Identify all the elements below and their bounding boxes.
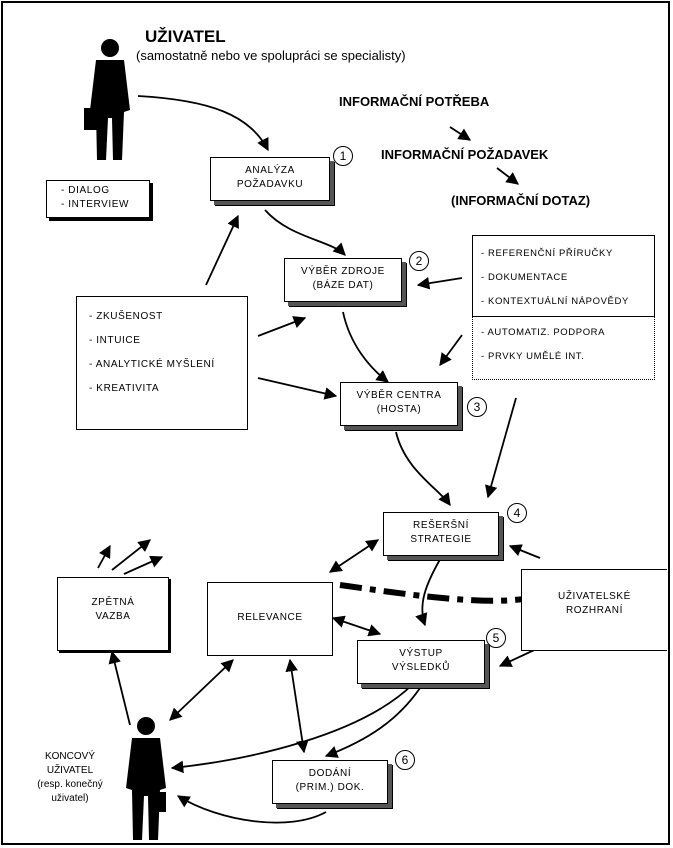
- step-delivery-box: DODÁNÍ (PRIM.) DOK.: [272, 760, 388, 804]
- resource-item: - KONTEXTUÁLNÍ NÁPOVĚDY: [481, 296, 629, 307]
- arrow-enduser-to-feedback: [108, 650, 131, 726]
- end-user-line3: (resp. konečný: [37, 779, 103, 790]
- arrow-output-to-enduser: [170, 684, 413, 774]
- arrow-need-to-requirement: [449, 126, 472, 141]
- relevance-label: RELEVANCE: [237, 612, 303, 623]
- arrow-feedback-out-1: [97, 544, 111, 569]
- step-number-1: 1: [333, 146, 353, 166]
- resources-top-box: - REFERENČNÍ PŘÍRUČKY - DOKUMENTACE - KO…: [472, 235, 655, 317]
- skills-box: - ZKUŠENOST - INTUICE - ANALYTICKÉ MYŠLE…: [76, 296, 248, 430]
- arrow-user-to-analysis: [137, 95, 269, 152]
- skill-item: - ANALYTICKÉ MYŠLENÍ: [89, 359, 215, 370]
- step-number-4: 4: [507, 503, 527, 523]
- resource-item: - DOKUMENTACE: [481, 272, 568, 283]
- arrow-delivery-to-enduser: [176, 795, 327, 824]
- user-subtitle: (samostatně nebo ve spolupráci se specia…: [136, 48, 406, 63]
- info-query: (INFORMAČNÍ DOTAZ): [451, 193, 591, 208]
- arrow-skills-to-source: [257, 316, 307, 337]
- arrow-output-to-delivery: [324, 687, 421, 758]
- step-strategy-box: REŠERŠNÍ STRATEGIE: [383, 512, 499, 556]
- step-number-3: 3: [467, 397, 487, 417]
- end-user-label: KONCOVÝ UŽIVATEL (resp. konečný uživatel…: [22, 750, 118, 806]
- interface-line2: ROZHRANÍ: [565, 605, 624, 616]
- arrow-interface-to-strategy: [508, 544, 541, 559]
- interface-line1: UŽIVATELSKÉ: [558, 591, 631, 602]
- resources-bottom-box: - AUTOMATIZ. PODPORA - PRVKY UMĚLÉ INT.: [472, 317, 655, 380]
- arrow-host-to-strategy: [395, 431, 451, 507]
- info-requirement: INFORMAČNÍ POŽADAVEK: [381, 147, 549, 162]
- interview-item: - INTERVIEW: [61, 199, 130, 210]
- feedback-box: ZPĚTNÁ VAZBA: [57, 577, 169, 651]
- step-delivery-line2: (PRIM.) DOK.: [295, 782, 365, 793]
- step-analysis-box: ANALÝZA POŽADAVKU: [210, 157, 330, 201]
- dash-dot-boundary: [339, 582, 541, 604]
- step-host-line1: VÝBĚR CENTRA: [356, 390, 442, 401]
- arrow-analysis-to-source: [264, 209, 346, 256]
- user-interface-box: UŽIVATELSKÉ ROZHRANÍ: [521, 569, 667, 651]
- arrow-feedback-out-3: [123, 555, 164, 575]
- arrow-source-to-host: [342, 311, 389, 383]
- step-number-6: 6: [395, 750, 415, 770]
- step-strategy-line1: REŠERŠNÍ: [413, 520, 469, 531]
- user-title: UŽIVATEL: [145, 27, 226, 46]
- feedback-line1: ZPĚTNÁ: [91, 597, 135, 608]
- step-number-2: 2: [409, 251, 429, 271]
- step-delivery-line1: DODÁNÍ: [308, 768, 352, 779]
- step-analysis-line1: ANALÝZA: [245, 165, 295, 176]
- step-host-box: VÝBĚR CENTRA (HOSTA): [340, 382, 458, 426]
- arrow-skills-to-analysis: [205, 214, 239, 286]
- step-host-line2: (HOSTA): [376, 404, 422, 415]
- end-user-line2: UŽIVATEL: [46, 765, 94, 776]
- step-source-box: VÝBĚR ZDROJE (BÁZE DAT): [284, 258, 402, 302]
- resource-item: - AUTOMATIZ. PODPORA: [481, 327, 606, 338]
- step-number-5: 5: [486, 628, 506, 648]
- end-user-person-icon: [126, 717, 166, 840]
- step-output-box: VÝSTUP VÝSLEDKŮ: [357, 640, 485, 684]
- arrow-auto-to-strategy: [485, 397, 517, 499]
- arrow-feedback-out-2: [111, 539, 151, 571]
- resource-item: - PRVKY UMĚLÉ INT.: [481, 351, 585, 362]
- end-user-line4: uživatel): [51, 793, 89, 804]
- step-source-line2: (BÁZE DAT): [312, 280, 374, 291]
- step-source-line1: VÝBĚR ZDROJE: [301, 266, 385, 277]
- arrow-relevance-enduser: [169, 659, 234, 721]
- feedback-line2: VAZBA: [95, 611, 131, 622]
- arrow-strategy-relevance: [328, 539, 380, 573]
- arrow-skills-to-host: [257, 377, 338, 400]
- user-person-icon: [84, 39, 130, 160]
- dialog-box: - DIALOG - INTERVIEW: [46, 180, 150, 218]
- resource-item: - REFERENČNÍ PŘÍRUČKY: [481, 248, 613, 259]
- arrow-strategy-to-output: [415, 555, 443, 627]
- skill-item: - INTUICE: [89, 335, 141, 346]
- relevance-box: RELEVANCE: [207, 582, 333, 656]
- arrow-relevance-output: [331, 615, 382, 637]
- arrow-requirement-to-query: [496, 167, 520, 185]
- arrow-refs-to-source: [416, 276, 463, 290]
- skill-item: - KREATIVITA: [89, 383, 160, 394]
- dialog-item: - DIALOG: [61, 185, 110, 196]
- arrow-relevance-delivery: [285, 658, 309, 754]
- step-strategy-line2: STRATEGIE: [410, 534, 472, 545]
- skill-item: - ZKUŠENOST: [89, 311, 163, 322]
- step-output-line2: VÝSLEDKŮ: [391, 662, 451, 673]
- step-output-line1: VÝSTUP: [399, 648, 443, 659]
- end-user-line1: KONCOVÝ: [44, 751, 95, 762]
- step-analysis-line2: POŽADAVKU: [236, 179, 304, 190]
- info-need: INFORMAČNÍ POTŘEBA: [339, 94, 490, 109]
- arrow-auto-to-host: [439, 334, 463, 367]
